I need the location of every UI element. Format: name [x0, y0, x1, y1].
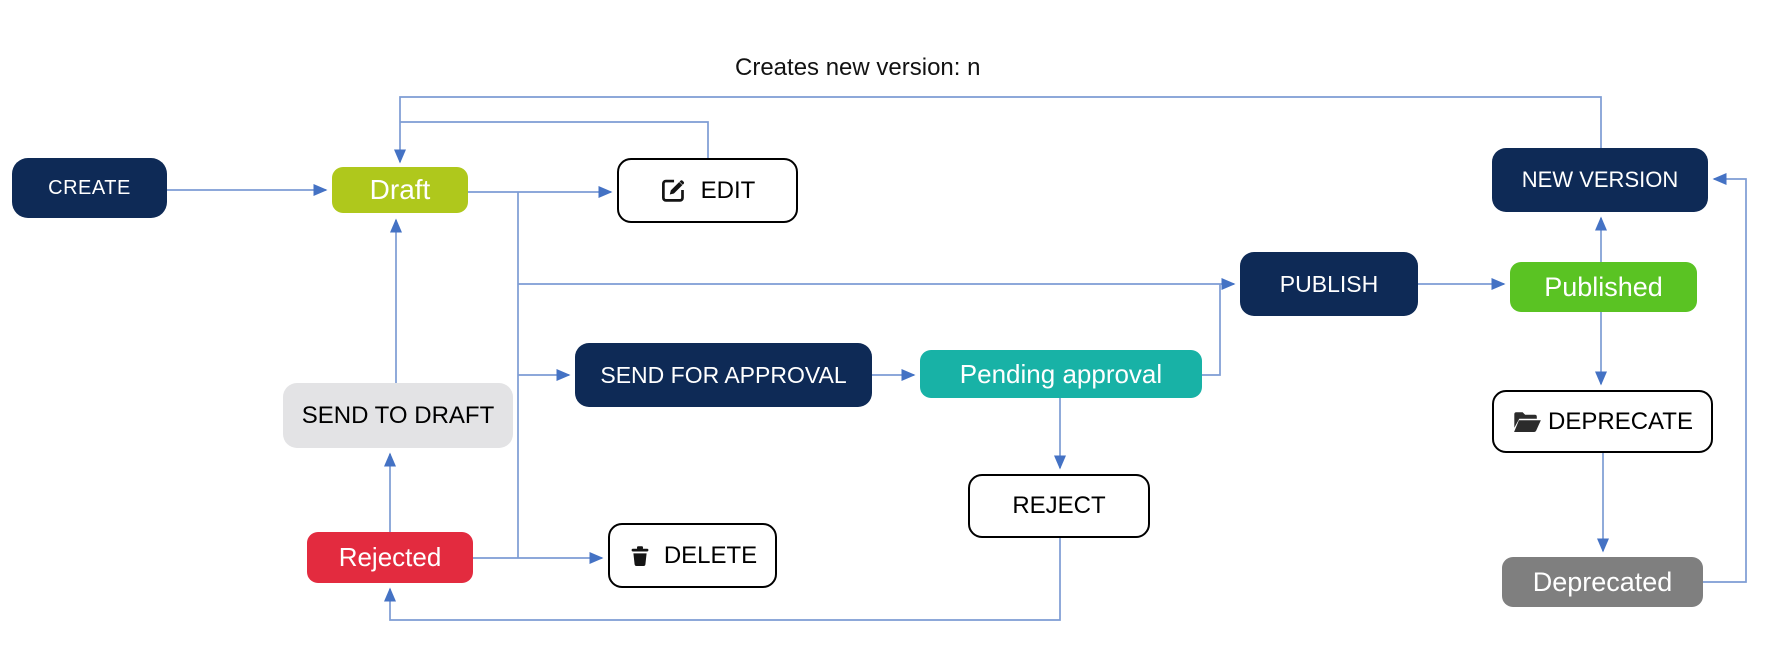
node-rejected-label: Rejected — [338, 542, 442, 572]
edge-pending-publish — [1202, 284, 1221, 376]
node-reject: REJECT — [968, 474, 1150, 538]
node-send-to-draft: SEND TO DRAFT — [283, 383, 513, 448]
trash-icon — [628, 544, 652, 568]
node-deprecate-label: DEPRECATE — [1548, 407, 1693, 435]
node-deprecated: Deprecated — [1502, 557, 1703, 607]
edit-icon — [660, 177, 687, 204]
node-draft-label: Draft — [369, 174, 431, 205]
edge-label-creates-new-version: Creates new version: n — [735, 54, 981, 81]
edge-reject-rejected — [384, 538, 1061, 621]
node-edit-label: EDIT — [700, 176, 756, 204]
node-create-label: CREATE — [48, 176, 131, 199]
node-deprecate: DEPRECATE — [1492, 390, 1713, 453]
node-published-label: Published — [1544, 271, 1663, 302]
node-send-for-approval: SEND FOR APPROVAL — [575, 343, 872, 407]
node-reject-label: REJECT — [1012, 492, 1106, 519]
node-publish-label: PUBLISH — [1279, 270, 1379, 297]
node-send-to-draft-label: SEND TO DRAFT — [301, 401, 495, 429]
node-deprecated-label: Deprecated — [1532, 566, 1673, 597]
node-draft: Draft — [332, 167, 468, 213]
node-rejected: Rejected — [307, 532, 473, 583]
node-edit: EDIT — [617, 158, 798, 223]
node-published: Published — [1510, 262, 1697, 312]
node-delete-label: DELETE — [663, 541, 758, 569]
edge-edit-draft — [400, 121, 709, 158]
node-pending-approval: Pending approval — [920, 350, 1202, 398]
edge-newversion-draft — [394, 96, 1602, 164]
node-publish: PUBLISH — [1240, 252, 1418, 316]
node-pending-approval-label: Pending approval — [959, 358, 1163, 389]
node-create: CREATE — [12, 158, 167, 218]
node-send-for-approval-label: SEND FOR APPROVAL — [600, 361, 847, 388]
node-new-version: NEW VERSION — [1492, 148, 1708, 212]
node-new-version-label: NEW VERSION — [1521, 167, 1679, 192]
folder-open-icon — [1512, 409, 1542, 435]
node-delete: DELETE — [608, 523, 777, 588]
edge-deprecated-newversion — [1703, 173, 1747, 583]
